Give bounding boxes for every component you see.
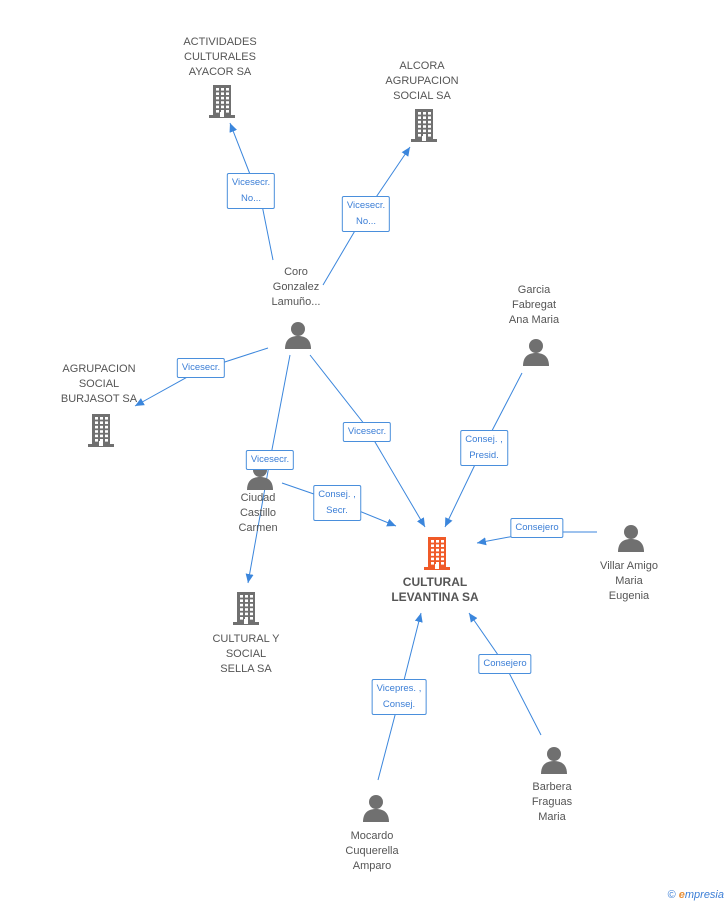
- node-label-mocardo[interactable]: Mocardo Cuquerella Amparo: [345, 830, 399, 872]
- edge-label-coro-to-agrupacion[interactable]: Vicesecr.: [176, 358, 226, 378]
- company-node-sella[interactable]: [231, 591, 261, 630]
- brand-footer: ©empresia: [668, 889, 724, 901]
- edge-label-coro-to-cultural[interactable]: Vicesecr.: [342, 422, 392, 442]
- building-icon: [411, 109, 437, 142]
- edge-label-ciudad-to-cultural[interactable]: Consej. , Secr.: [313, 485, 361, 521]
- person-icon: [541, 747, 567, 774]
- copyright-icon: ©: [667, 889, 676, 901]
- building-icon: [88, 414, 114, 447]
- node-label-agrupacion[interactable]: AGRUPACION SOCIAL BURJASOT SA: [60, 363, 138, 405]
- node-label-cultural[interactable]: CULTURAL LEVANTINA SA: [391, 575, 479, 604]
- person-icon: [523, 339, 549, 366]
- edge-label-coro-to-alcora[interactable]: Vicesecr. No...: [341, 196, 391, 232]
- brand-logo-e: e: [678, 889, 685, 901]
- company-node-alcora[interactable]: [409, 108, 439, 147]
- edge-label-garcia-to-cultural[interactable]: Consej. , Presid.: [460, 430, 508, 466]
- building-icon: [209, 85, 235, 118]
- person-icon: [363, 795, 389, 822]
- node-label-actividades[interactable]: ACTIVIDADES CULTURALES AYACOR SA: [183, 36, 257, 78]
- edge-label-barbera-to-cultural[interactable]: Consejero: [478, 654, 532, 674]
- node-label-garcia[interactable]: Garcia Fabregat Ana Maria: [508, 284, 560, 326]
- person-icon: [618, 525, 644, 552]
- person-node-coro[interactable]: [283, 320, 313, 355]
- person-node-villar[interactable]: [616, 523, 646, 558]
- company-node-cultural[interactable]: [422, 536, 452, 575]
- edge-label-mocardo-to-cultural[interactable]: Vicepres. , Consej.: [371, 679, 427, 715]
- node-label-sella[interactable]: CULTURAL Y SOCIAL SELLA SA: [212, 633, 280, 675]
- person-node-barbera[interactable]: [539, 745, 569, 780]
- person-node-garcia[interactable]: [521, 337, 551, 372]
- person-node-mocardo[interactable]: [361, 793, 391, 828]
- node-label-barbera[interactable]: Barbera Fraguas Maria: [531, 781, 573, 823]
- node-label-alcora[interactable]: ALCORA AGRUPACION SOCIAL SA: [385, 60, 459, 102]
- building-icon: [233, 592, 259, 625]
- company-node-actividades[interactable]: [207, 84, 237, 123]
- edge-label-coro-to-actividades[interactable]: Vicesecr. No...: [226, 173, 276, 209]
- company-node-agrupacion[interactable]: [86, 413, 116, 452]
- node-label-ciudad[interactable]: Ciudad Castillo Carmen: [238, 492, 278, 534]
- edge-label-villar-to-cultural[interactable]: Consejero: [510, 518, 564, 538]
- edge-label-coro-to-sella[interactable]: Vicesecr.: [245, 450, 295, 470]
- person-icon: [285, 322, 311, 349]
- edge-barbera-to-cultural: [468, 612, 542, 736]
- node-label-villar[interactable]: Villar Amigo Maria Eugenia: [600, 560, 658, 602]
- building-icon: [424, 537, 450, 570]
- node-label-coro[interactable]: Coro Gonzalez Lamuño...: [271, 266, 321, 308]
- brand-logo-text: mpresia: [684, 889, 724, 901]
